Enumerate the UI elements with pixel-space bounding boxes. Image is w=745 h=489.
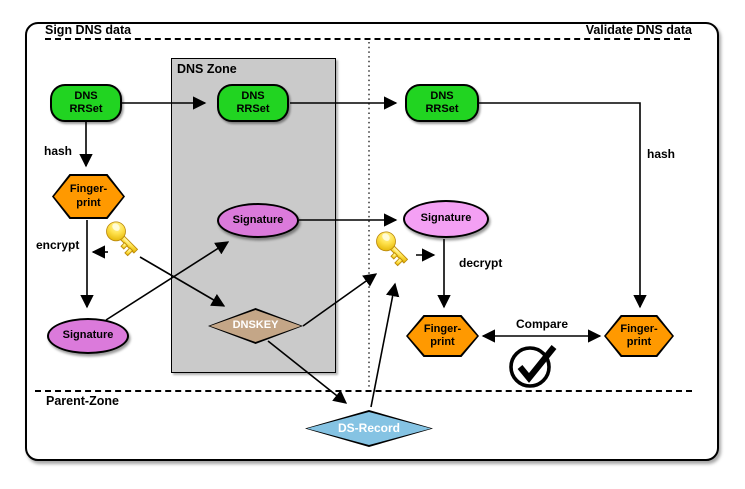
- rrset-validate-node: DNS RRSet: [405, 84, 479, 122]
- checkmark-icon: [508, 341, 560, 398]
- hash-sign-label: hash: [44, 144, 73, 158]
- key-icon: [370, 231, 422, 288]
- fingerprint-validate-label: Finger- print: [408, 317, 477, 355]
- compare-label: Compare: [515, 317, 568, 331]
- dns-zone-label: DNS Zone: [177, 62, 237, 76]
- rrset-sign-node: DNS RRSet: [50, 84, 122, 122]
- fingerprint-validate-node: Finger- print: [406, 315, 479, 357]
- fingerprint-compare-node: Finger- print: [604, 315, 674, 357]
- hash-validate-label: hash: [647, 147, 676, 161]
- rrset-zone-node: DNS RRSet: [217, 84, 289, 122]
- validate-side-title: Validate DNS data: [585, 23, 692, 37]
- signature-zone-node: Signature: [217, 203, 299, 238]
- parent-zone-label: Parent-Zone: [46, 394, 119, 408]
- encrypt-label: encrypt: [36, 238, 80, 252]
- fingerprint-sign-node: Finger- print: [52, 174, 125, 219]
- signature-sign-node: Signature: [47, 318, 129, 354]
- top-dashed-separator: [45, 38, 690, 40]
- key-icon: [100, 221, 152, 278]
- signature-validate-node: Signature: [403, 200, 489, 238]
- fingerprint-sign-label: Finger- print: [54, 176, 123, 217]
- fingerprint-compare-label: Finger- print: [606, 317, 672, 355]
- parent-zone-separator: [35, 390, 692, 392]
- sign-side-title: Sign DNS data: [45, 23, 132, 37]
- decrypt-label: decrypt: [459, 256, 503, 270]
